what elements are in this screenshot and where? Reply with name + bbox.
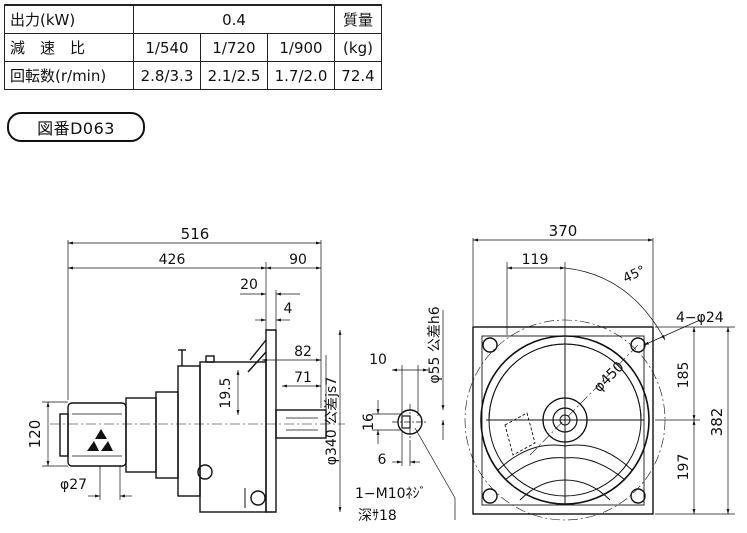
drain-plug (197, 464, 213, 480)
dim-angle: 45° (621, 263, 648, 286)
spec-row-output: 出力(kW) 0.4 質量 (4, 4, 382, 34)
speed-label: 回転数(r/min) (4, 61, 134, 90)
bolt-hole (630, 488, 646, 504)
dim-flange-width: 370 (549, 222, 578, 240)
dim-overall-length: 516 (181, 225, 210, 243)
dim-71: 71 (294, 370, 312, 386)
dim-upper-height: 185 (676, 362, 692, 389)
dim-body-length: 426 (159, 252, 186, 268)
dim-4: 4 (284, 301, 293, 317)
bolt-head (250, 490, 266, 506)
dim-82: 82 (294, 344, 312, 360)
motor-body (67, 402, 127, 467)
output-shaft (275, 409, 327, 439)
spec-row-ratio: 減 速 比 1/540 1/720 1/900 (kg) (4, 33, 382, 62)
dim-flange-height: 382 (708, 408, 726, 437)
speed-cell: 1.7/2.0 (267, 61, 335, 90)
shaft-section (372, 310, 456, 520)
tap-hole-label: 1−M10ﾈｼﾞ (355, 486, 427, 502)
bolt-hole (482, 337, 498, 353)
mass-value: 72.4 (334, 61, 382, 90)
side-view (50, 329, 345, 513)
hub-circle (542, 397, 588, 443)
side-view-dimensions (42, 240, 342, 512)
dim-flange-dia: φ340 公差js7 (324, 377, 340, 466)
dim-key-width: 10 (369, 352, 387, 368)
dim-pcd: φ450 (591, 359, 628, 396)
ratio-cell: 1/900 (267, 33, 335, 62)
bolt-hole (482, 488, 498, 504)
intermediate-housing (177, 365, 201, 497)
output-label: 出力(kW) (4, 4, 134, 34)
drawing-number-badge: 図番D063 (7, 112, 145, 142)
dim-lower-height: 197 (676, 454, 692, 481)
dim-output-length: 90 (289, 252, 307, 268)
motor-end-cap (59, 413, 69, 457)
speed-cell: 2.1/2.5 (200, 61, 268, 90)
tap-depth-label: 深ｻ18 (358, 508, 397, 524)
motor-flange (125, 397, 157, 473)
output-flange (265, 329, 277, 513)
dim-key-height: 16 (361, 413, 377, 431)
terminal-box-hidden (504, 412, 536, 456)
dim-bolt-holes: 4−φ24 (676, 310, 724, 326)
dim-20: 20 (240, 277, 258, 293)
dim-shaft-height: 120 (26, 420, 44, 449)
spec-row-speed: 回転数(r/min) 2.8/3.3 2.1/2.5 1.7/2.0 72.4 (4, 61, 382, 90)
adapter-housing (155, 391, 179, 479)
front-view-dimensions (472, 238, 735, 515)
mass-unit: (kg) (334, 33, 382, 62)
front-flange-outline (472, 326, 654, 515)
output-value: 0.4 (133, 4, 335, 34)
ratio-label: 減 速 比 (4, 33, 134, 62)
speed-cell: 2.8/3.3 (133, 61, 201, 90)
dim-motor-dia: φ27 (60, 477, 87, 493)
front-view (464, 319, 666, 521)
dim-19-5: 19.5 (218, 377, 234, 408)
dim-bolt-offset: 119 (522, 252, 549, 268)
shaft-circle (552, 407, 578, 433)
dim-shaft-dia: φ55 公差h6 (427, 306, 443, 383)
spec-table: 出力(kW) 0.4 質量 減 速 比 1/540 1/720 1/900 (k… (4, 4, 382, 90)
dim-key-depth: 6 (378, 452, 387, 468)
brand-logo-icon (87, 429, 113, 451)
